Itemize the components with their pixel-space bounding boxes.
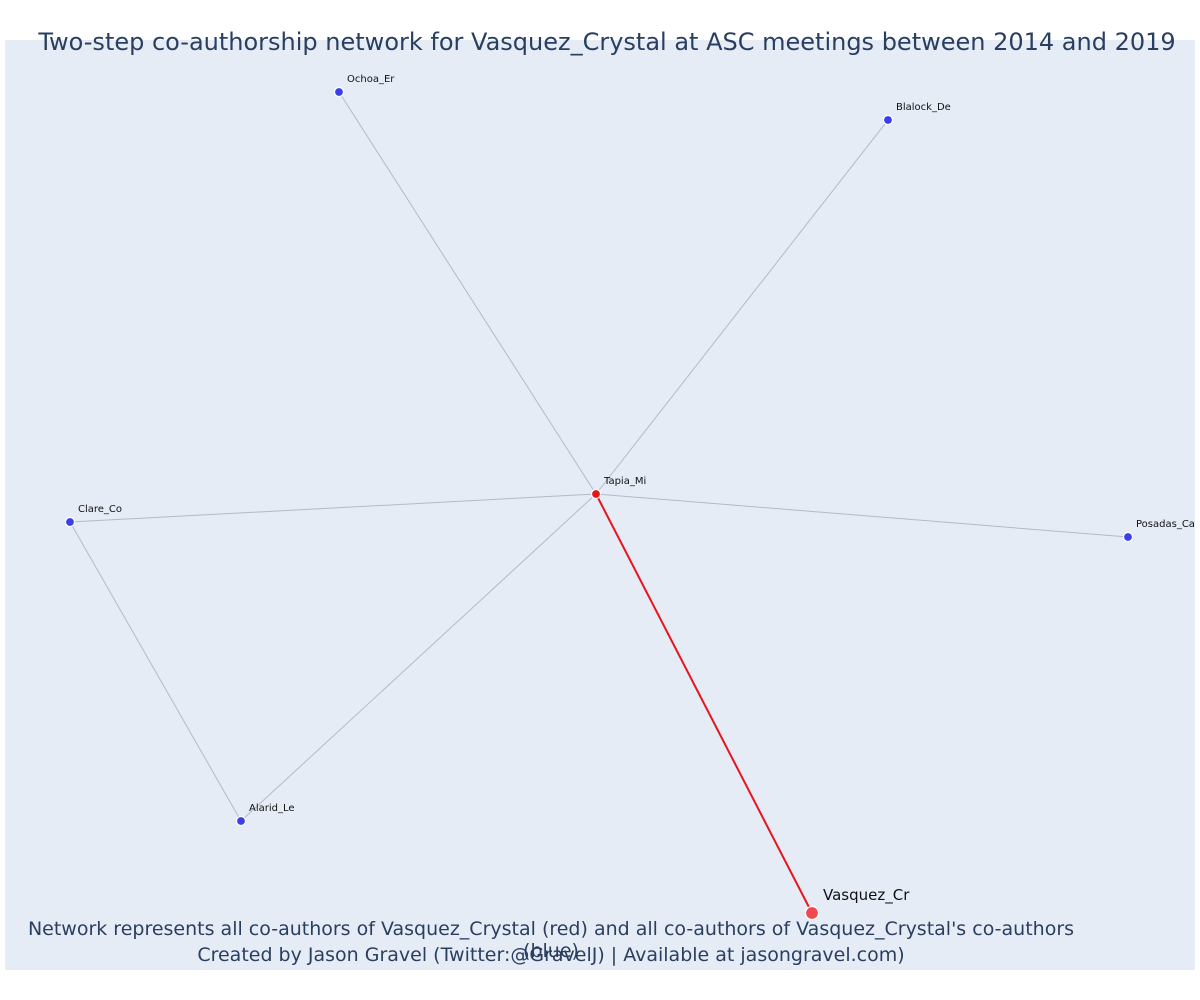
node-label-Posadas_Ca: Posadas_Ca <box>1136 519 1195 530</box>
node-label-Alarid_Le: Alarid_Le <box>249 803 295 814</box>
node-label-Tapia_Mi: Tapia_Mi <box>603 476 646 487</box>
node-Vasquez_Cr[interactable] <box>804 905 820 921</box>
plot-background <box>5 40 1195 970</box>
caption-line-2: Created by Jason Gravel (Twitter:@Gravel… <box>197 944 905 966</box>
node-label-Clare_Co: Clare_Co <box>78 504 122 515</box>
node-Clare_Co[interactable] <box>64 516 76 528</box>
caption-line-1: Network represents all co-authors of Vas… <box>27 918 1075 962</box>
node-Tapia_Mi[interactable] <box>590 488 602 500</box>
edges-layer <box>69 91 1129 914</box>
node-label-Blalock_De: Blalock_De <box>896 102 951 113</box>
edge-Tapia_Mi-Ochoa_Er <box>338 91 597 495</box>
node-Alarid_Le[interactable] <box>235 815 247 827</box>
edge-Tapia_Mi-Alarid_Le <box>240 493 597 822</box>
edge-Clare_Co-Alarid_Le <box>69 521 242 822</box>
chart-title: Two-step co-authorship network for Vasqu… <box>38 28 1176 56</box>
edge-Vasquez_Cr-Tapia_Mi <box>595 493 813 914</box>
node-Blalock_De[interactable] <box>882 114 894 126</box>
labels-layer: Vasquez_Cr Tapia_Mi Ochoa_ErBlalock_DeClar… <box>78 74 1195 905</box>
node-label-Ochoa_Er: Ochoa_Er <box>347 74 395 85</box>
node-Posadas_Ca[interactable] <box>1122 531 1134 543</box>
edge-Tapia_Mi-Posadas_Ca <box>595 493 1129 538</box>
edge-Tapia_Mi-Blalock_De <box>595 119 889 495</box>
nodes-layer <box>64 86 1134 921</box>
node-label-Vasquez_Cr: Vasquez_Cr <box>823 886 910 905</box>
node-Ochoa_Er[interactable] <box>333 86 345 98</box>
edge-Tapia_Mi-Clare_Co <box>69 493 597 523</box>
